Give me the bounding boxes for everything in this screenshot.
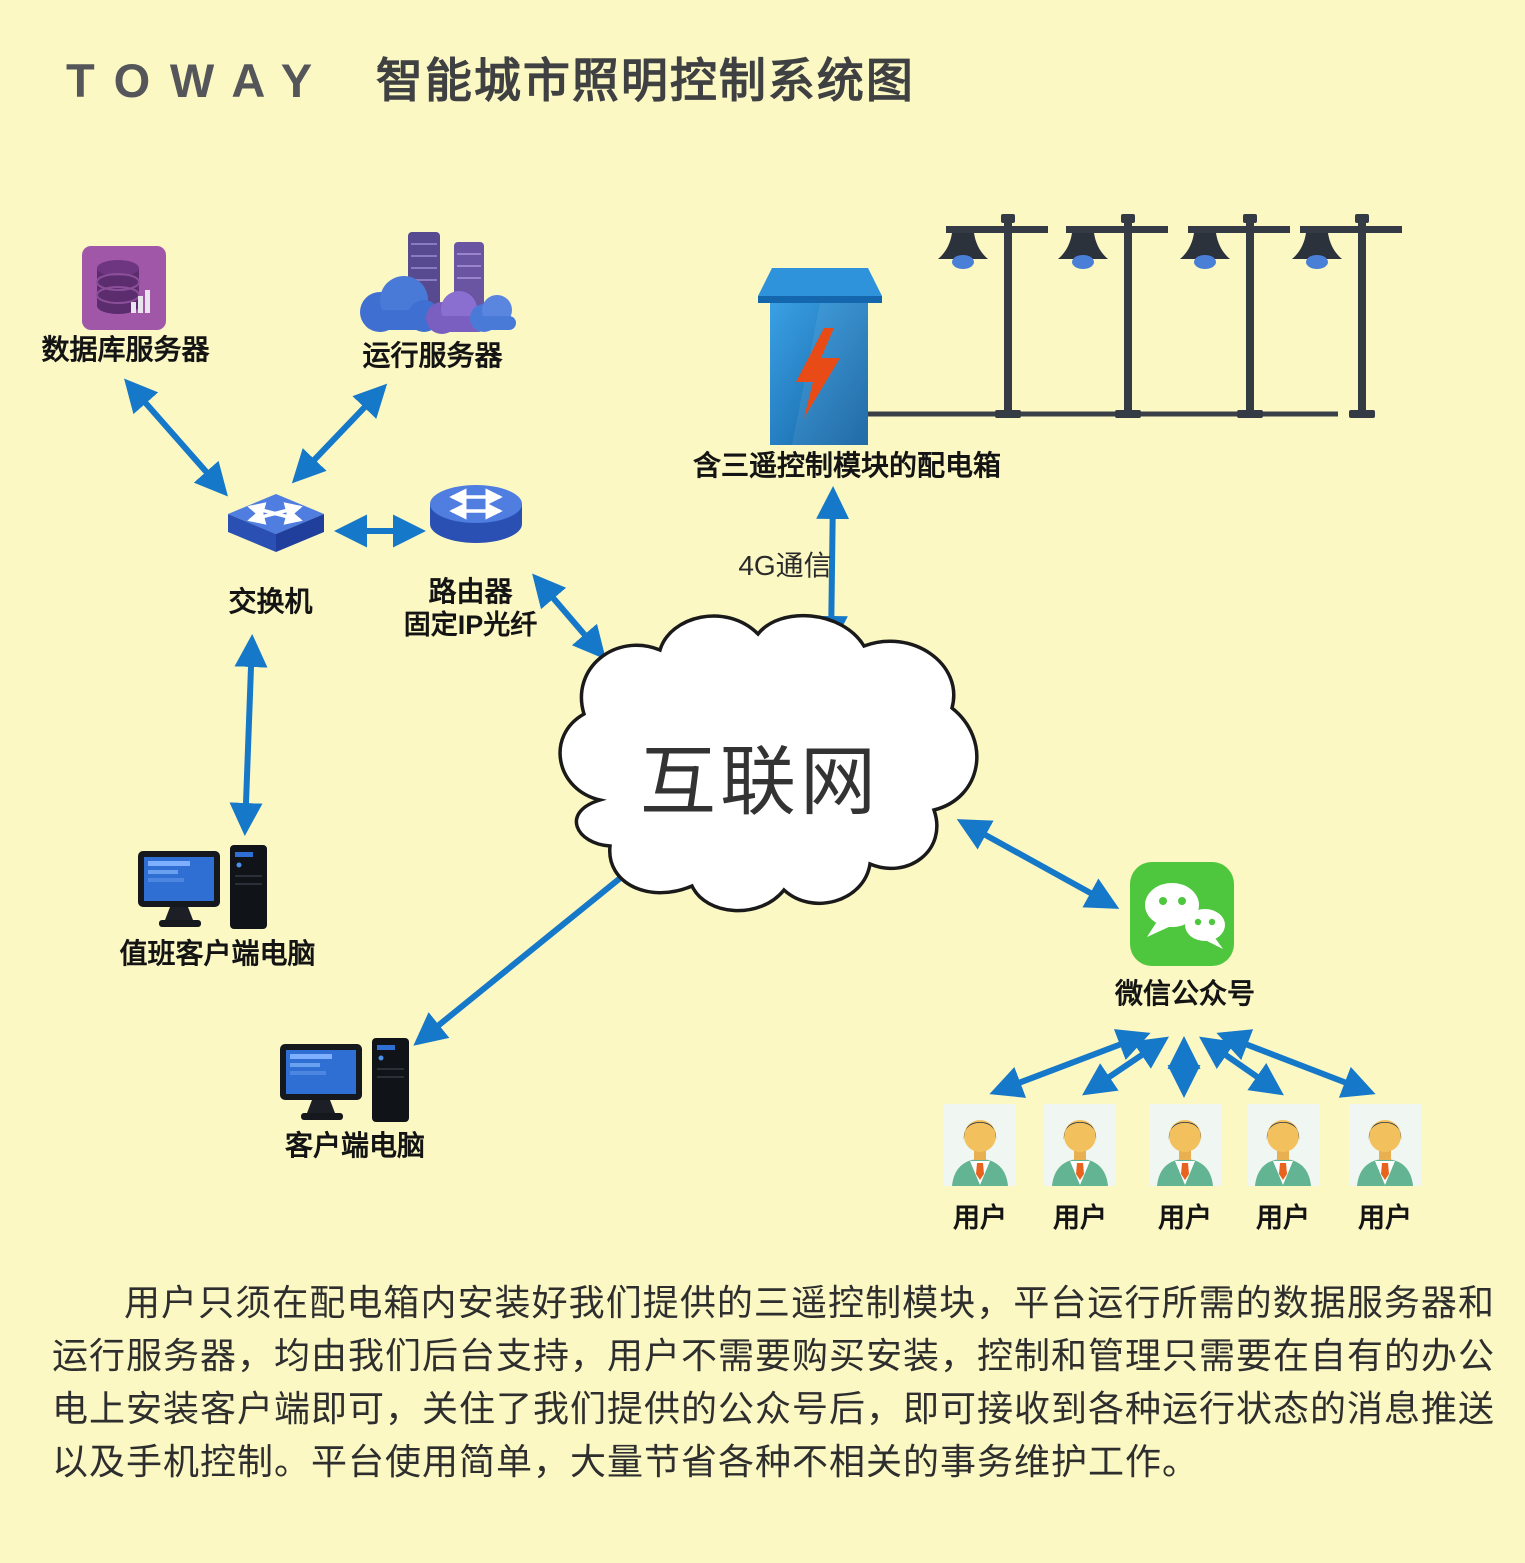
user-avatar	[1247, 1104, 1319, 1186]
arrow-router-cloud	[532, 573, 606, 660]
user-avatar	[1149, 1104, 1221, 1186]
wechat-icon	[1130, 862, 1234, 966]
router-icon	[430, 485, 522, 543]
4g-link-label: 4G通信	[738, 550, 832, 581]
street-lamps	[938, 214, 1402, 418]
arrow-cloud-powerbox	[814, 486, 850, 649]
switch-label: 交换机	[228, 586, 313, 617]
page-header: TOWAY 智能城市照明控制系统图	[66, 42, 915, 111]
arrow-clientpc-cloud	[413, 854, 650, 1046]
user-avatar	[944, 1104, 1016, 1186]
duty-client-label: 值班客户端电脑	[119, 938, 316, 969]
street-lamp-icon	[1180, 214, 1290, 418]
arrow-wechat-user1	[989, 1029, 1151, 1098]
street-lamp-icon	[1058, 214, 1168, 418]
brand-logo: TOWAY	[66, 54, 332, 107]
diagram-arrows	[124, 378, 1376, 1098]
switch-icon	[228, 494, 324, 552]
running-server-icon	[360, 232, 516, 334]
running-server-label: 运行服务器	[362, 340, 503, 371]
database-server-label: 数据库服务器	[41, 334, 210, 365]
duty-client-computer-icon	[138, 845, 267, 929]
wechat-label: 微信公众号	[1114, 978, 1255, 1009]
user-label: 用户	[1053, 1203, 1107, 1233]
arrow-switch-dutypc	[229, 634, 268, 836]
arrow-run-switch	[291, 383, 388, 484]
description-paragraph: 用户只须在配电箱内安装好我们提供的三遥控制模块，平台运行所需的数据服务器和运行服…	[52, 1282, 1496, 1482]
user-label: 用户	[953, 1203, 1007, 1233]
router-sublabel: 固定IP光纤	[403, 610, 538, 640]
arrow-wechat-user2	[1082, 1036, 1169, 1096]
router-label: 路由器	[428, 576, 513, 607]
internet-label: 互联网	[640, 740, 880, 825]
user-avatars	[944, 1104, 1421, 1186]
user-avatar	[1044, 1104, 1116, 1186]
street-lamp-icon	[1292, 214, 1402, 418]
arrow-db-switch	[124, 378, 228, 497]
lightning-bolt-icon	[796, 328, 840, 418]
user-label: 用户	[1256, 1203, 1310, 1233]
internet-cloud-shape	[558, 613, 979, 913]
database-server-icon	[82, 246, 166, 330]
page-title: 智能城市照明控制系统图	[375, 54, 915, 107]
user-avatar	[1349, 1104, 1421, 1186]
arrow-cloud-wechat	[956, 819, 1120, 909]
arrow-wechat-user5	[1216, 1029, 1376, 1098]
street-lamp-icon	[938, 214, 1048, 418]
client-label: 客户端电脑	[284, 1130, 425, 1161]
user-label: 用户	[1358, 1203, 1412, 1233]
client-computer-icon	[280, 1038, 409, 1122]
power-box-label: 含三遥控制模块的配电箱	[692, 450, 1001, 481]
arrow-wechat-user4	[1199, 1036, 1284, 1096]
user-label: 用户	[1158, 1203, 1212, 1233]
